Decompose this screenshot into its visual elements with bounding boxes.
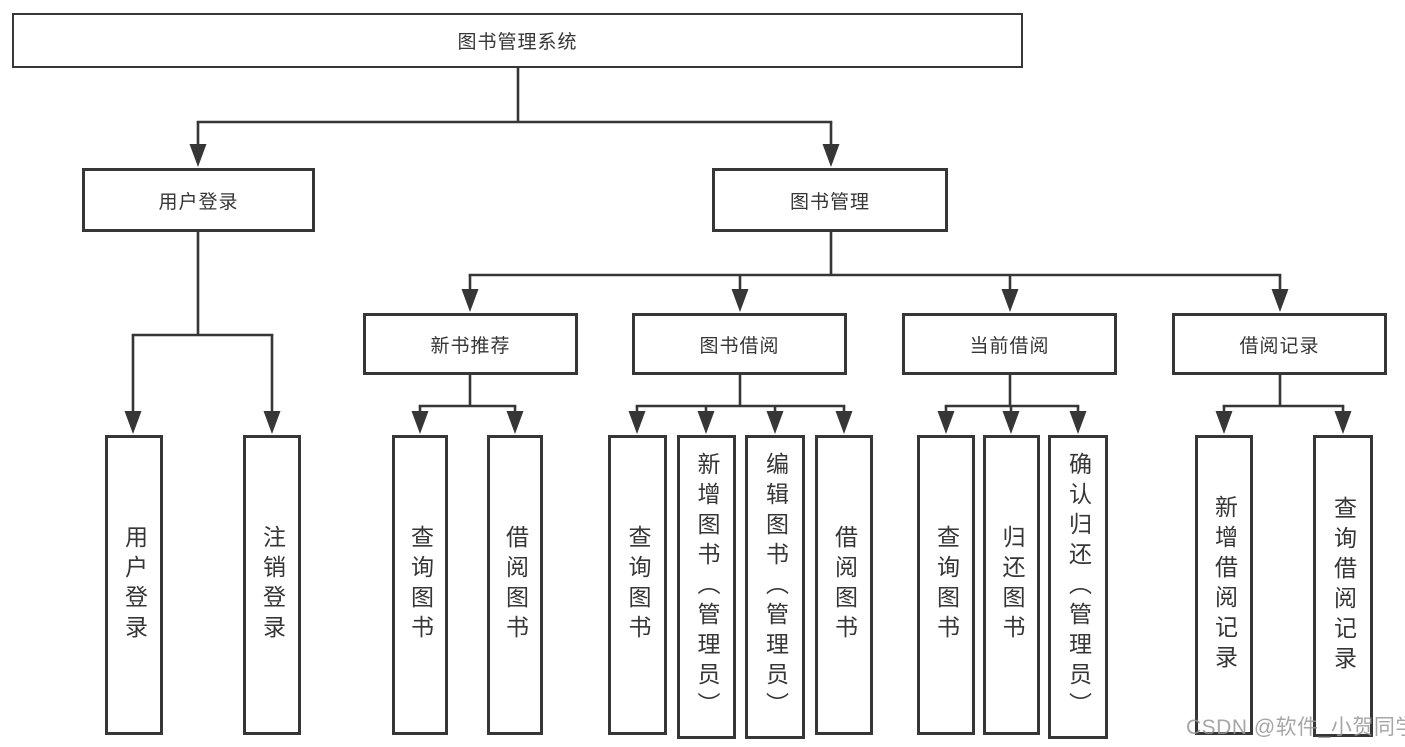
node-library-management-system: 图书管理系统 [12, 13, 1023, 68]
node-label: 图书借阅 [699, 335, 780, 357]
node-book-borrow: 图书借阅 [632, 313, 847, 375]
arrow-down-icon [628, 411, 646, 434]
leaf-add-books-admin: 新增图书（管理员） [677, 435, 736, 739]
csdn-watermark: CSDN @软件_小贺同学 [1186, 716, 1405, 739]
node-label: 查询图书 [625, 525, 651, 645]
arrow-down-icon [731, 289, 749, 312]
leaf-logout-login: 注销登录 [243, 435, 301, 735]
arrow-down-icon [189, 144, 207, 167]
arrow-down-icon [124, 411, 142, 434]
node-label: 用户登录 [121, 525, 148, 645]
leaf-confirm-return-admin: 确认归还（管理员） [1048, 435, 1108, 739]
leaf-query-books: 查询图书 [392, 435, 448, 735]
node-label: 查询图书 [933, 525, 960, 645]
node-label: 图书管理系统 [457, 32, 578, 53]
leaf-query-books-2: 查询图书 [608, 435, 667, 735]
arrow-down-icon [697, 411, 715, 434]
leaf-borrow-books: 借阅图书 [487, 435, 543, 735]
node-label: 新增借阅记录 [1211, 495, 1238, 675]
arrow-down-icon [937, 411, 955, 434]
node-label: 借阅记录 [1239, 335, 1320, 357]
connector-book-management-to-level3 [468, 232, 1282, 306]
connector-user-login-to-leaves [131, 232, 274, 428]
node-current-borrow: 当前借阅 [902, 313, 1117, 375]
connector-root-to-level2 [196, 68, 833, 160]
node-label: 当前借阅 [969, 335, 1050, 357]
node-label: 新书推荐 [430, 335, 511, 357]
node-label: 新增图书（管理员） [694, 452, 720, 722]
leaf-query-books-3: 查询图书 [917, 435, 975, 735]
arrow-down-icon [1271, 289, 1289, 312]
node-label: 查询借阅记录 [1330, 496, 1357, 676]
node-label: 借阅图书 [502, 525, 529, 645]
connector-book-borrow-to-leaves [635, 374, 846, 428]
node-label: 归还图书 [999, 525, 1025, 645]
node-label: 用户登录 [158, 191, 239, 213]
node-new-book-recommend: 新书推荐 [363, 313, 578, 375]
arrow-down-icon [1334, 411, 1352, 434]
node-user-login: 用户登录 [82, 168, 315, 232]
leaf-add-borrow-record: 新增借阅记录 [1195, 435, 1253, 735]
arrow-down-icon [461, 289, 479, 312]
leaf-user-login: 用户登录 [105, 435, 163, 735]
arrow-down-icon [1001, 289, 1019, 312]
arrowhead-icons [124, 144, 1352, 434]
connector-new-book-recommend-to-leaves [418, 374, 517, 428]
arrow-down-icon [835, 411, 853, 434]
arrow-down-icon [263, 411, 281, 434]
arrow-down-icon [766, 411, 784, 434]
arrow-down-icon [506, 411, 524, 434]
node-label: 注销登录 [259, 525, 286, 645]
connector-borrow-records-to-leaves [1222, 374, 1345, 428]
node-label: 确认归还（管理员） [1065, 452, 1092, 722]
node-label: 查询图书 [407, 525, 434, 645]
node-label: 图书管理 [789, 191, 870, 213]
arrow-down-icon [411, 411, 429, 434]
leaf-edit-books-admin: 编辑图书（管理员） [745, 435, 805, 739]
arrow-down-icon [1002, 411, 1020, 434]
node-label: 借阅图书 [831, 525, 858, 645]
leaf-query-borrow-record: 查询借阅记录 [1313, 435, 1373, 737]
node-label: 编辑图书（管理员） [762, 452, 789, 722]
leaf-borrow-books-2: 借阅图书 [815, 435, 873, 735]
leaf-return-books: 归还图书 [983, 435, 1040, 735]
node-book-management: 图书管理 [712, 168, 948, 232]
node-borrow-records: 借阅记录 [1172, 313, 1387, 375]
arrow-down-icon [1069, 411, 1087, 434]
arrow-down-icon [1215, 411, 1233, 434]
arrow-down-icon [822, 144, 840, 167]
